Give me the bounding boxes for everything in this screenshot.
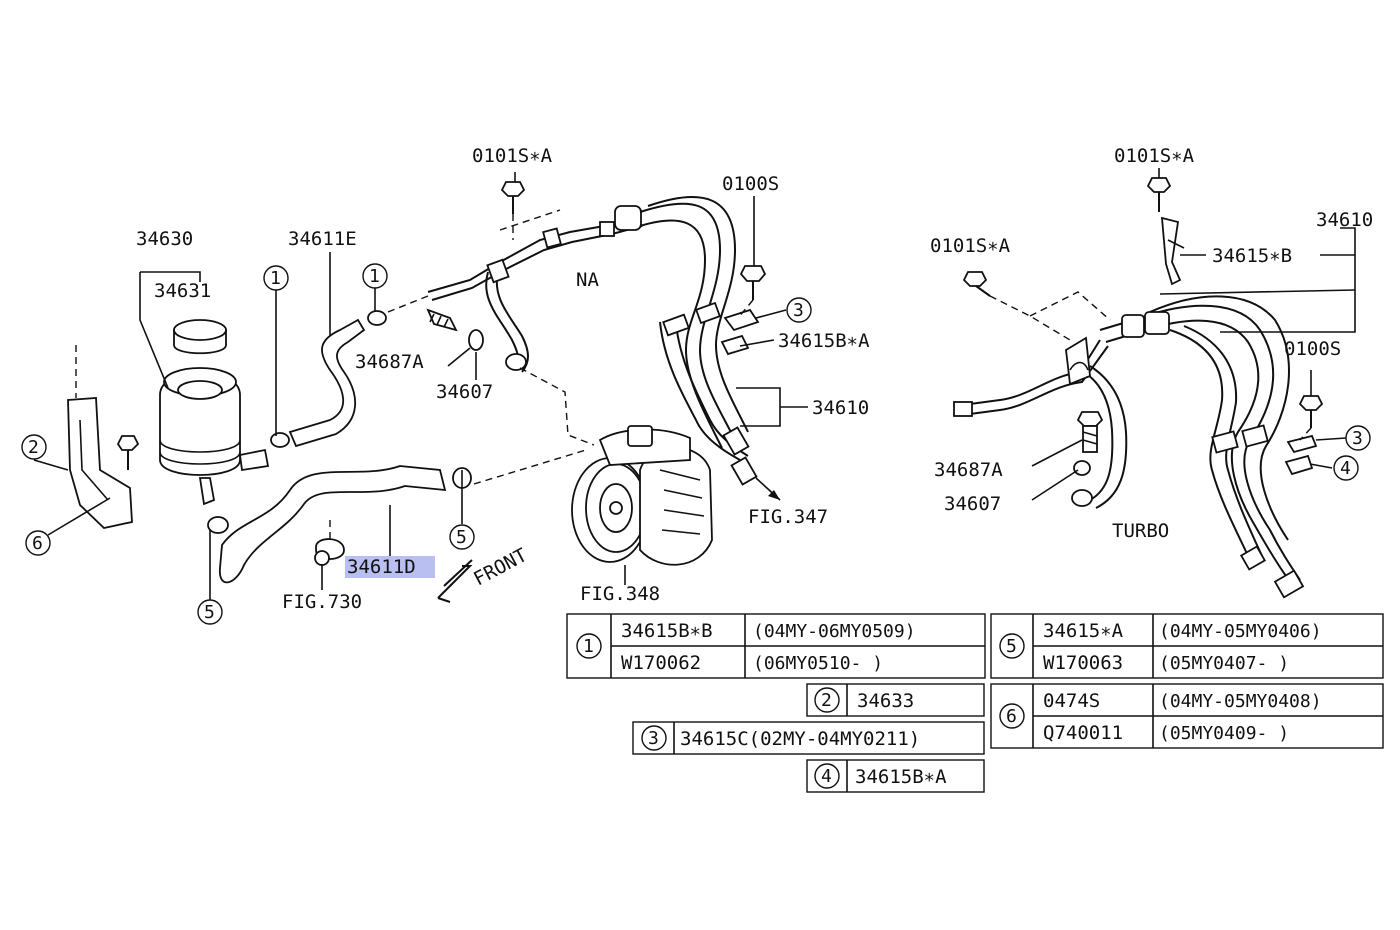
circled-refs-na: 1 1 2 3 5 5 6 [21, 263, 812, 625]
legend-ref-5: 5 [1006, 636, 1017, 657]
pressure-pipe-na [427, 205, 643, 446]
leader-lines-turbo [1031, 227, 1356, 501]
legend-1-range-2: (06MY0510- ) [753, 653, 883, 674]
callout-0101s-turbo-top: 0101S∗A [1114, 145, 1195, 167]
callout-fig347: FIG.347 [748, 506, 828, 528]
callout-0101s-turbo-left: 0101S∗A [930, 235, 1011, 257]
legend-2-part-1: 34633 [857, 690, 914, 712]
ref-marker-5b: 5 [197, 599, 223, 625]
pressure-hose-na [639, 195, 781, 501]
callout-highlight [345, 556, 435, 578]
callout-0100s-turbo: 0100S [1284, 338, 1341, 360]
svg-text:4: 4 [1340, 458, 1351, 479]
ref-marker-6: 6 [25, 530, 51, 556]
legend-table-5: 5 34615∗A (04MY-05MY0406) W170063 (05MY0… [990, 613, 1384, 679]
ref-marker-5a: 5 [449, 524, 475, 550]
callout-34607-turbo: 34607 [944, 493, 1001, 515]
legend-6-range-2: (05MY0409- ) [1159, 723, 1289, 744]
legend-4-part-1: 34615B∗A [855, 766, 947, 788]
legend-5-part-1: 34615∗A [1043, 620, 1124, 642]
svg-text:5: 5 [456, 527, 467, 548]
callout-0101s-na: 0101S∗A [472, 145, 553, 167]
union-bolt-na [426, 308, 484, 351]
section-label-turbo: TURBO [1112, 520, 1169, 542]
legend-1-range-1: (04MY-06MY0509) [753, 621, 916, 642]
svg-text:1: 1 [369, 266, 380, 287]
legend-ref-2: 2 [821, 690, 832, 711]
legend-6-part-1: 0474S [1043, 690, 1100, 712]
callout-34607-na: 34607 [436, 381, 493, 403]
svg-text:1: 1 [270, 268, 281, 289]
callouts-na: 0101S∗A 0100S 34630 34631 34611E NA 3468… [136, 145, 870, 613]
legend-ref-1: 1 [583, 636, 594, 657]
ref-marker-1b: 1 [362, 263, 388, 289]
callout-34610-turbo: 34610 [1316, 209, 1373, 231]
ref-marker-4-turbo: 4 [1333, 455, 1359, 481]
legend-table-3: 3 34615C(02MY-04MY0211) [632, 721, 985, 755]
reservoir-bracket [67, 345, 133, 529]
callout-34630: 34630 [136, 228, 193, 250]
callout-34611e: 34611E [288, 228, 357, 250]
callout-34615b-a: 34615B∗A [778, 330, 870, 352]
bolt-0101s-turbo-left [962, 271, 1111, 341]
pressure-hose-turbo [1099, 295, 1305, 599]
legend-3-part-1: 34615C(02MY-04MY0211) [680, 728, 920, 750]
svg-text:3: 3 [1352, 428, 1363, 449]
hose-clamp [314, 520, 345, 566]
callout-fig348: FIG.348 [580, 583, 660, 605]
legend-ref-4: 4 [821, 766, 832, 787]
bolt-0101s-turbo-top [1146, 168, 1172, 212]
legend-table-2: 2 34633 [806, 683, 985, 717]
legend-ref-6: 6 [1006, 706, 1017, 727]
return-hose-upper [270, 295, 429, 448]
ref-marker-3-turbo: 3 [1345, 425, 1371, 451]
bolt-0100s-turbo [1284, 370, 1324, 476]
legend-1-part-1: 34615B∗B [621, 620, 713, 642]
legend-6-range-1: (04MY-05MY0408) [1159, 691, 1322, 712]
bolt-0101s-na [500, 181, 526, 240]
callout-34611d[interactable]: 34611D [347, 556, 416, 578]
legend-table-1: 1 34615B∗B (04MY-06MY0509) W170062 (06MY… [566, 613, 986, 679]
bolt-0100s-na [720, 265, 767, 356]
leader-lines-na [33, 172, 808, 600]
circled-refs-turbo: 3 4 [1333, 425, 1371, 481]
callouts-turbo: 0101S∗A 0101S∗A 34610 34615∗B 0100S 3468… [930, 145, 1373, 542]
legend-ref-3: 3 [648, 728, 659, 749]
clip-turbo [1160, 216, 1185, 286]
svg-text:6: 6 [32, 533, 43, 554]
ref-marker-1a: 1 [263, 265, 289, 291]
ref-marker-2: 2 [21, 434, 47, 460]
steering-pump [571, 425, 713, 566]
callout-34631: 34631 [154, 280, 211, 302]
legend-1-part-2: W170062 [621, 652, 701, 674]
legend-5-part-2: W170063 [1043, 652, 1123, 674]
return-hose-lower [207, 449, 587, 584]
svg-text:5: 5 [204, 602, 215, 623]
callout-front: FRONT [470, 544, 531, 590]
svg-text:2: 2 [28, 437, 39, 458]
union-bolt-turbo [1073, 411, 1104, 476]
callout-34610-na: 34610 [812, 397, 869, 419]
callout-34687a-na: 34687A [355, 351, 424, 373]
callout-34687a-turbo: 34687A [934, 459, 1003, 481]
front-arrow [437, 559, 473, 603]
legend-table-6: 6 0474S (04MY-05MY0408) Q740011 (05MY040… [990, 683, 1384, 749]
section-label-na: NA [576, 269, 599, 291]
legend-6-part-2: Q740011 [1043, 722, 1123, 744]
callout-fig730: FIG.730 [282, 591, 362, 613]
svg-text:3: 3 [793, 300, 804, 321]
callout-0100s-na: 0100S [722, 173, 779, 195]
legend-table-4: 4 34615B∗A [806, 759, 985, 793]
pressure-pipe-turbo [953, 336, 1128, 509]
ref-marker-3: 3 [786, 297, 812, 323]
reservoir-cap [173, 319, 227, 355]
legend-5-range-2: (05MY0407- ) [1159, 653, 1289, 674]
bracket-bolt [116, 435, 140, 470]
callout-34615-b: 34615∗B [1212, 245, 1292, 267]
legend-5-range-1: (04MY-05MY0406) [1159, 621, 1322, 642]
reservoir-tank [159, 367, 270, 506]
